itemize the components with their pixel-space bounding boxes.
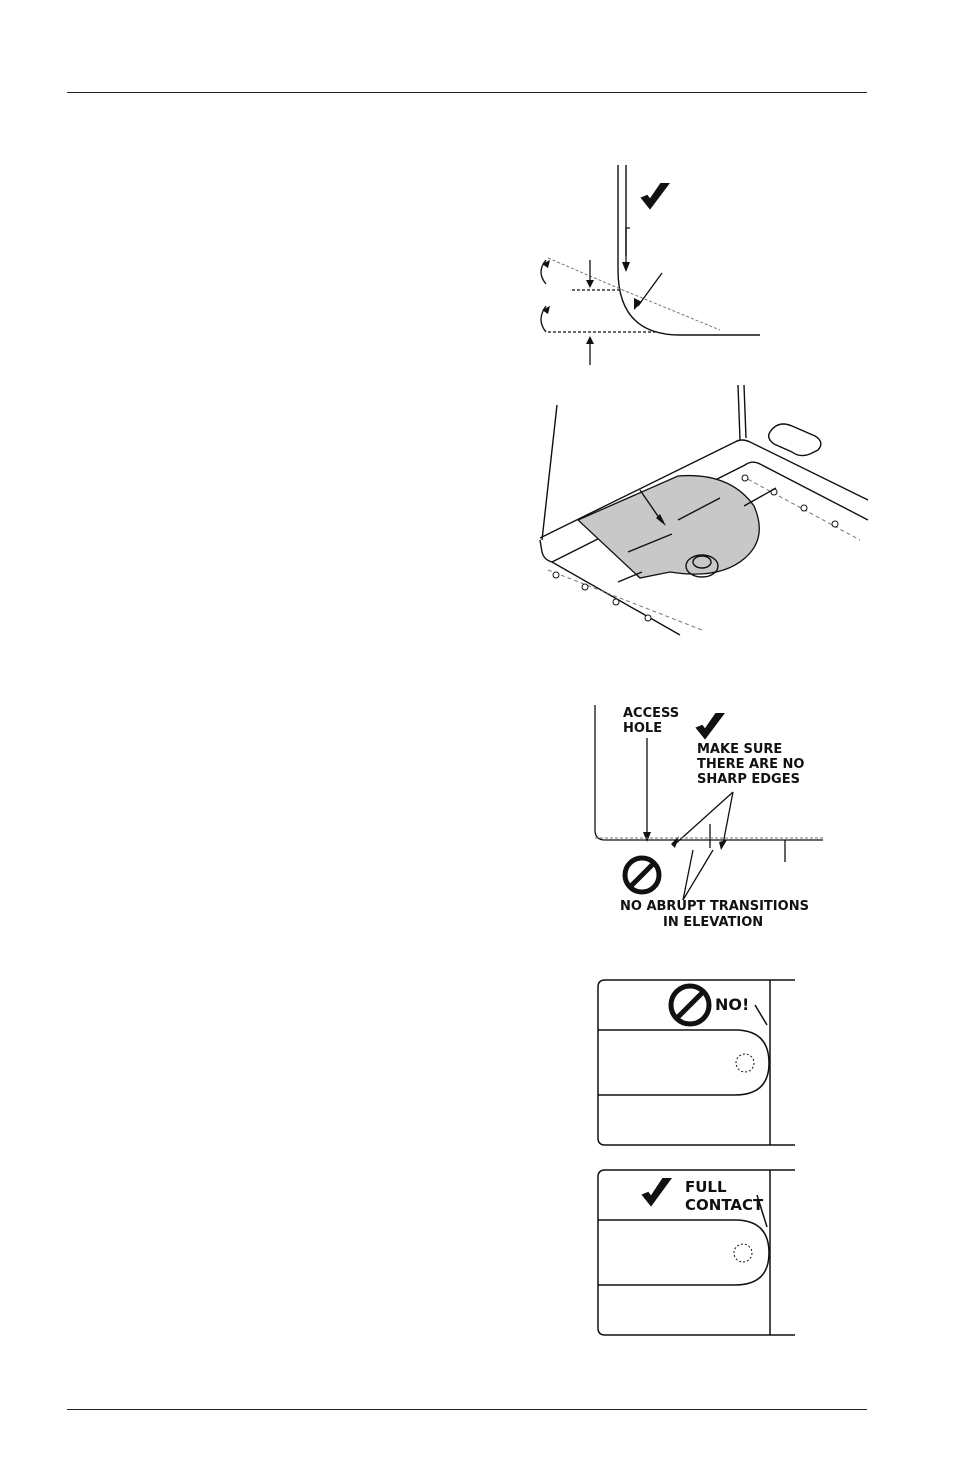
- no-abrupt-transitions-label-2: IN ELEVATION: [663, 915, 763, 930]
- access-hole-label-1: ACCESS: [623, 706, 679, 721]
- tub-floor-perspective-diagram: [539, 384, 869, 636]
- no-label: NO!: [715, 995, 749, 1014]
- prohibition-icon: [622, 855, 662, 895]
- header-rule: [67, 92, 867, 93]
- no-sharp-edges-label-3: SHARP EDGES: [697, 772, 800, 787]
- access-hole-label-2: HOLE: [623, 721, 662, 736]
- check-mark-icon: [640, 183, 670, 210]
- no-sharp-edges-label-1: MAKE SURE: [697, 742, 782, 757]
- prohibition-icon: [668, 983, 712, 1027]
- access-hole-profile-diagram: ACCESS HOLE MAKE SURE THERE ARE NO SHARP…: [594, 705, 823, 930]
- shaded-flap: [576, 474, 760, 579]
- corner-profile-diagram: [540, 165, 760, 365]
- incorrect-fit-diagram: NO!: [597, 979, 795, 1146]
- correct-fit-diagram: FULL CONTACT: [597, 1169, 795, 1336]
- check-mark-icon: [641, 1178, 672, 1207]
- full-contact-label-1: FULL: [685, 1178, 727, 1196]
- full-contact-label-2: CONTACT: [685, 1196, 764, 1214]
- check-mark-icon: [695, 713, 725, 740]
- no-abrupt-transitions-label-1: NO ABRUPT TRANSITIONS: [620, 899, 809, 914]
- footer-rule: [67, 1409, 867, 1410]
- no-sharp-edges-label-2: THERE ARE NO: [697, 757, 804, 772]
